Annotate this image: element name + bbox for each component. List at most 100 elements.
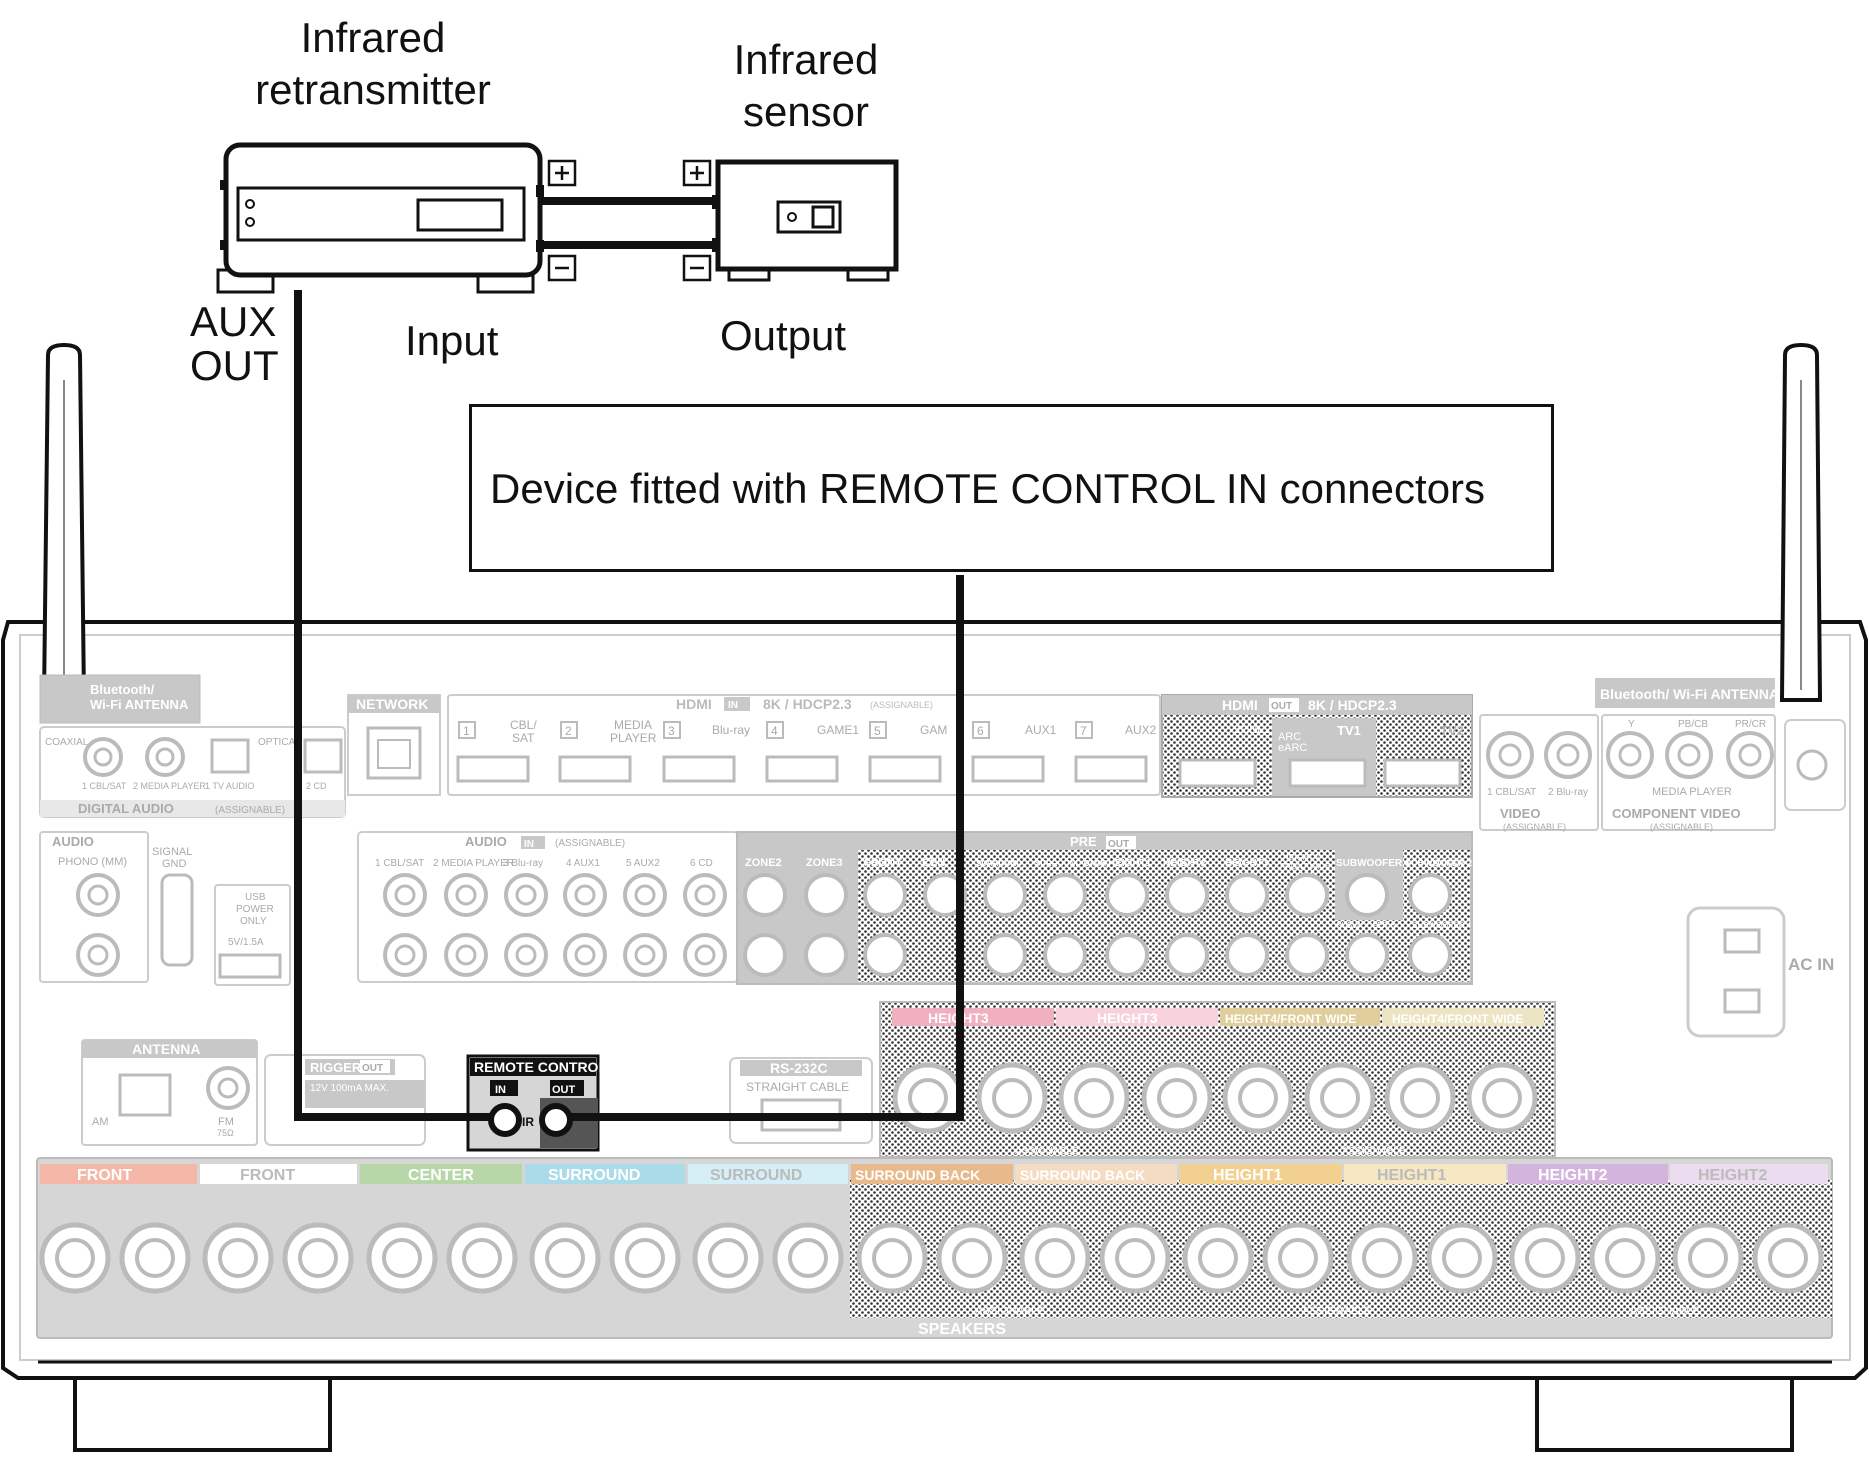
aux-out-label: AUX OUT	[190, 300, 290, 388]
pre-out-label: PRE	[1070, 834, 1097, 849]
svg-text:COAXIAL: COAXIAL	[45, 737, 89, 748]
svg-text:1 CBL/SAT: 1 CBL/SAT	[375, 858, 424, 869]
svg-text:USB: USB	[245, 892, 266, 903]
input-label: Input	[405, 317, 499, 364]
svg-text:OUT: OUT	[1108, 839, 1129, 850]
svg-text:1: 1	[463, 724, 470, 738]
bt-antenna-right-label: Bluetooth/ Wi-Fi ANTENNA	[1600, 686, 1779, 702]
remote-control-connectors: REMOTE CONTROL IN OUT IR	[466, 1054, 607, 1152]
svg-text:GAM: GAM	[920, 723, 947, 737]
svg-text:AM: AM	[92, 1116, 109, 1128]
svg-text:MEDIA PLAYER: MEDIA PLAYER	[1652, 786, 1732, 798]
svg-text:HEIGHT4/FRONT WIDE: HEIGHT4/FRONT WIDE	[1225, 1012, 1356, 1026]
hdmi-in-label: HDMI	[676, 696, 712, 712]
sensor-label-line2: sensor	[742, 88, 870, 135]
right-foot	[1535, 1368, 1794, 1452]
svg-text:ONLY: ONLY	[240, 916, 267, 927]
svg-text:8K / HDCP2.3: 8K / HDCP2.3	[1308, 697, 1397, 713]
svg-text:(ASSIGNABLE): (ASSIGNABLE)	[215, 805, 285, 816]
component-video-label: COMPONENT VIDEO	[1612, 806, 1741, 821]
remote-control-label: REMOTE CONTROL	[474, 1059, 607, 1075]
svg-text:12V 100mA MAX.: 12V 100mA MAX.	[310, 1083, 389, 1094]
svg-text:GND: GND	[162, 858, 187, 870]
svg-text:PR/CR: PR/CR	[1735, 719, 1766, 730]
device-callout-box: Device fitted with REMOTE CONTROL IN con…	[469, 404, 1554, 572]
svg-text:POWER: POWER	[236, 904, 274, 915]
svg-text:HEIGHT4/: HEIGHT4/	[1283, 853, 1321, 862]
remote-out-cable	[570, 575, 964, 1121]
svg-text:HEIGHT3: HEIGHT3	[1225, 858, 1269, 869]
output-label: Output	[720, 312, 847, 359]
audio-in-label: AUDIO	[465, 834, 507, 849]
svg-text:(ASSIGNABLE): (ASSIGNABLE)	[555, 838, 625, 849]
svg-text:IR: IR	[522, 1115, 534, 1129]
remote-out-jack	[539, 1103, 573, 1137]
svg-text:SUBWOOFER 4: SUBWOOFER 4	[1412, 921, 1472, 930]
svg-text:ASSIGNABLE: ASSIGNABLE	[1630, 1305, 1700, 1317]
svg-text:OUT: OUT	[1271, 701, 1292, 712]
svg-text:ZONE2: ZONE2	[745, 857, 782, 869]
svg-text:ZONE3: ZONE3	[806, 857, 843, 869]
svg-text:HEIGHT2: HEIGHT2	[1538, 1167, 1607, 1184]
retransmitter-label: Infrared retransmitter	[248, 12, 498, 116]
left-antenna	[41, 342, 87, 702]
svg-text:1 CBL/SAT: 1 CBL/SAT	[82, 781, 127, 791]
video-label: VIDEO	[1500, 806, 1540, 821]
svg-text:HEIGHT1: HEIGHT1	[1377, 1167, 1446, 1184]
sensor-label-line1: Infrared	[733, 36, 879, 83]
device-callout-text: Device fitted with REMOTE CONTROL IN con…	[490, 465, 1486, 512]
trigger-label: RIGGER	[310, 1060, 362, 1075]
svg-text:IN: IN	[728, 700, 738, 711]
svg-text:AUX2: AUX2	[1125, 723, 1157, 737]
svg-text:HEIGHT1: HEIGHT1	[1213, 1167, 1282, 1184]
svg-text:AUX1: AUX1	[1025, 723, 1057, 737]
speakers-label: SPEAKERS	[918, 1321, 1006, 1338]
svg-text:1 TV AUDIO: 1 TV AUDIO	[205, 781, 254, 791]
svg-text:Y: Y	[1628, 719, 1635, 730]
svg-text:HEIGHT2: HEIGHT2	[1698, 1167, 1767, 1184]
svg-text:5 AUX2: 5 AUX2	[626, 858, 660, 869]
svg-text:SUBWOOFER 2: SUBWOOFER 2	[1405, 858, 1472, 868]
cables	[294, 197, 964, 1121]
receiver-rear-panel: Bluetooth/ Wi-Fi ANTENNA Bluetooth/ Wi-F…	[0, 342, 1868, 1452]
sensor-label: Infrared sensor	[706, 34, 906, 138]
digital-audio-label: DIGITAL AUDIO	[78, 801, 174, 816]
svg-text:TV2: TV2	[1440, 723, 1464, 738]
svg-text:ASSIGNABLE: ASSIGNABLE	[1015, 1146, 1079, 1157]
svg-text:4 AUX1: 4 AUX1	[566, 858, 600, 869]
svg-text:SURROUND BACK: SURROUND BACK	[855, 1167, 980, 1183]
svg-text:2: 2	[565, 724, 572, 738]
svg-text:FRONT: FRONT	[864, 857, 902, 869]
svg-text:3 Blu-ray: 3 Blu-ray	[503, 858, 543, 869]
svg-text:(ASSIGNABLE): (ASSIGNABLE)	[1650, 822, 1713, 832]
svg-text:SAT: SAT	[512, 731, 535, 745]
svg-text:FRONT: FRONT	[240, 1167, 295, 1184]
svg-text:2 MEDIA PLAYER: 2 MEDIA PLAYER	[433, 858, 514, 869]
svg-text:SURROUND: SURROUND	[710, 1167, 802, 1184]
svg-text:ASSIGNABLE: ASSIGNABLE	[1302, 1305, 1372, 1317]
svg-text:(ASSIGNABLE): (ASSIGNABLE)	[870, 700, 933, 710]
svg-text:FM: FM	[218, 1116, 234, 1128]
svg-text:IN: IN	[524, 839, 534, 850]
bt-antenna-left-label-2: Wi-Fi ANTENNA	[90, 697, 189, 712]
aux-out-label-line2: OUT	[190, 342, 279, 389]
svg-text:2 CD: 2 CD	[306, 781, 327, 791]
svg-text:OUT: OUT	[552, 1084, 576, 1096]
svg-text:FRONT: FRONT	[77, 1167, 132, 1184]
svg-text:Blu-ray: Blu-ray	[712, 723, 750, 737]
svg-text:(ASSIGNABLE): (ASSIGNABLE)	[1503, 822, 1566, 832]
svg-text:ASSIGNABLE: ASSIGNABLE	[975, 1305, 1045, 1317]
svg-text:ASSIGNABLE: ASSIGNABLE	[1342, 1146, 1406, 1157]
ac-in-label: AC IN	[1788, 955, 1834, 974]
aux-out-label-line1: AUX	[190, 298, 277, 345]
svg-text:eARC: eARC	[1278, 742, 1307, 754]
svg-text:5: 5	[874, 724, 881, 738]
svg-text:5V/1.5A: 5V/1.5A	[228, 937, 264, 948]
svg-text:7: 7	[1080, 724, 1087, 738]
bt-antenna-left-label: Bluetooth/	[90, 682, 155, 697]
svg-text:2 MEDIA PLAYER: 2 MEDIA PLAYER	[133, 781, 206, 791]
svg-text:2 Blu-ray: 2 Blu-ray	[1548, 787, 1588, 798]
retransmitter-label-line2: retransmitter	[255, 66, 491, 113]
svg-text:SURROUND: SURROUND	[548, 1167, 640, 1184]
svg-text:PB/CB: PB/CB	[1678, 719, 1708, 730]
